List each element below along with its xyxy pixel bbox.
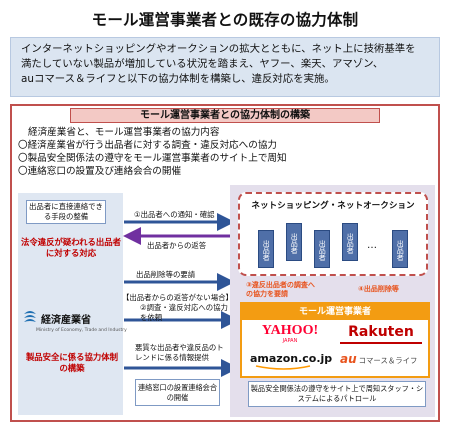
yahoo-logo-sub: JAPAN (282, 338, 298, 344)
content-item-3: 〇連絡窓口の設置及び連絡会合の開催 (18, 166, 182, 177)
yahoo-logo-text: YAHOO! (261, 323, 319, 338)
contact-means-box: 出品者に直接連絡できる手段の整備 (26, 200, 106, 224)
meti-panel (18, 193, 123, 415)
seller-1: 出品者 (258, 230, 274, 268)
rakuten-logo: Rakuten (340, 322, 422, 344)
intro-line-2: 満たしていない製品が増加している状況を踏まえ、ヤフー、楽天、アマゾン、 (21, 58, 384, 70)
amazon-smile-icon (255, 365, 311, 370)
frame-title: モール運営事業者との協力体制の構築 (70, 108, 380, 123)
contact-point-box: 連絡窓口の設置連絡会合の開催 (135, 379, 220, 406)
step4-label: ④出品削除等 (358, 285, 399, 293)
mall-operators-title: モール運営事業者 (242, 304, 428, 320)
seller-5: 出品者 (392, 230, 408, 268)
seller-3: 出品者 (314, 230, 330, 268)
amazon-logo: amazon.co.jp (250, 352, 334, 370)
violation-response-label: 法令違反が疑われる出品者に対する対応 (20, 237, 122, 258)
content-intro: 経済産業省と、モール運営事業者の協力内容 (28, 127, 220, 138)
page-title: モール運営事業者との既存の協力体制 (91, 11, 359, 29)
amazon-logo-text: amazon.co.jp (250, 352, 333, 365)
au-mark: au (340, 352, 357, 366)
au-commerce-logo: au コマース＆ライフ (340, 352, 428, 366)
meti-english-name: Ministry of Economy, Trade and Industry (36, 328, 127, 333)
intro-line-1: インターネットショッピングやオークションの拡大とともに、ネット上に技術基準を (21, 43, 416, 55)
content-item-2: 〇製品安全関係法の遵守をモール運営事業者のサイト上で周知 (18, 153, 287, 164)
delete-request-label: 出品削除等の要請 (136, 270, 196, 279)
step1-label: ①出品者への通知・確認 (134, 210, 215, 219)
meti-name: 経済産業省 (41, 314, 91, 326)
step2-label: ②調査・違反対応への協力を依頼 (140, 303, 228, 322)
meti-logo: 経済産業省 (22, 307, 122, 329)
patrol-box: 製品安全関係法の遵守をサイト上で周知スタッフ・システムによるパトロール (248, 381, 426, 407)
meti-logo-icon (24, 311, 36, 322)
seller-ellipsis: … (367, 240, 377, 251)
seller-4: 出品者 (342, 223, 358, 261)
safety-cooperation-label: 製品安全に係る協力体制の構築 (25, 352, 119, 373)
reply-label: 出品者からの返答 (147, 241, 207, 250)
yahoo-logo: YAHOO! JAPAN (250, 323, 330, 345)
seller-2: 出品者 (286, 223, 302, 261)
online-shopping-title: ネットショッピング・ネットオークション (251, 201, 415, 211)
au-commerce-text: コマース＆ライフ (358, 356, 418, 365)
trend-info-label: 悪質な出品者や違反品のトレンドに係る情報提供 (135, 343, 224, 362)
no-reply-label: 【出品者からの返答がない場合】 (122, 293, 233, 302)
content-list: 経済産業省と、モール運営事業者の協力内容 〇経済産業省が行う出品者に対する調査・… (18, 126, 438, 178)
content-item-1: 〇経済産業省が行う出品者に対する調査・違反対応への協力 (18, 140, 278, 151)
intro-line-3: auコマース＆ライフと以下の協力体制を構築し、違反対応を実施。 (21, 73, 335, 85)
step3-label: ③違反出品者の調査への協力を要請 (246, 281, 315, 298)
intro-box: インターネットショッピングやオークションの拡大とともに、ネット上に技術基準を 満… (10, 37, 440, 97)
